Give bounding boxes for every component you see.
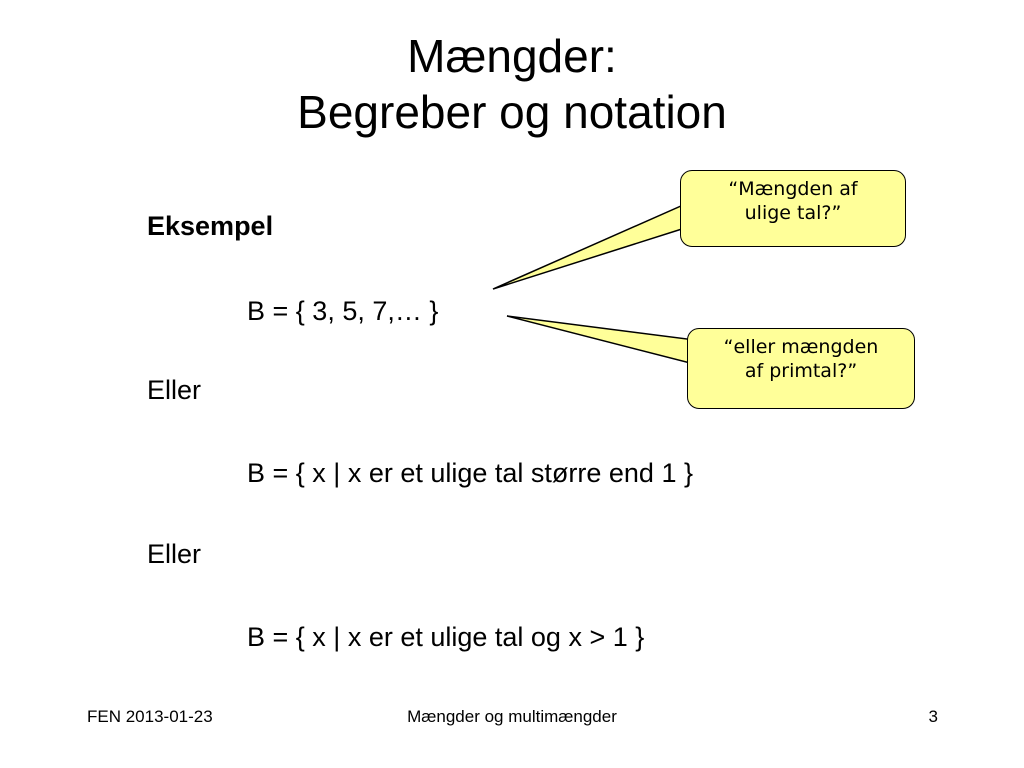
set-builder-2: B = { x | x er et ulige tal og x > 1 }: [247, 622, 645, 652]
page-number: 3: [928, 707, 938, 726]
callout-bottom-line-1: “eller mængden: [723, 336, 879, 358]
callout-top-line-2: ulige tal?”: [744, 202, 842, 224]
title-line-2: Begreber og notation: [297, 86, 727, 138]
example-heading: Eksempel: [147, 211, 274, 241]
callout-primes: “eller mængden af primtal?”: [687, 328, 915, 409]
set-builder-1: B = { x | x er et ulige tal større end 1…: [247, 458, 693, 488]
set-enumeration: B = { 3, 5, 7,… }: [247, 296, 439, 326]
callout-bottom-line-2: af primtal?”: [744, 360, 858, 382]
callout-top-pointer: [492, 200, 692, 290]
footer-date: FEN 2013-01-23: [87, 707, 213, 726]
title-line-1: Mængder:: [407, 30, 617, 82]
or-text-1: Eller: [147, 375, 202, 405]
slide-title: Mængder: Begreber og notation: [0, 28, 1024, 140]
callout-top-line-1: “Mængden af: [728, 178, 858, 200]
callout-odd-numbers: “Mængden af ulige tal?”: [680, 170, 906, 247]
callout-bottom-pointer: [506, 315, 699, 366]
footer-title: Mængder og multimængder: [407, 707, 617, 726]
or-text-2: Eller: [147, 539, 202, 569]
